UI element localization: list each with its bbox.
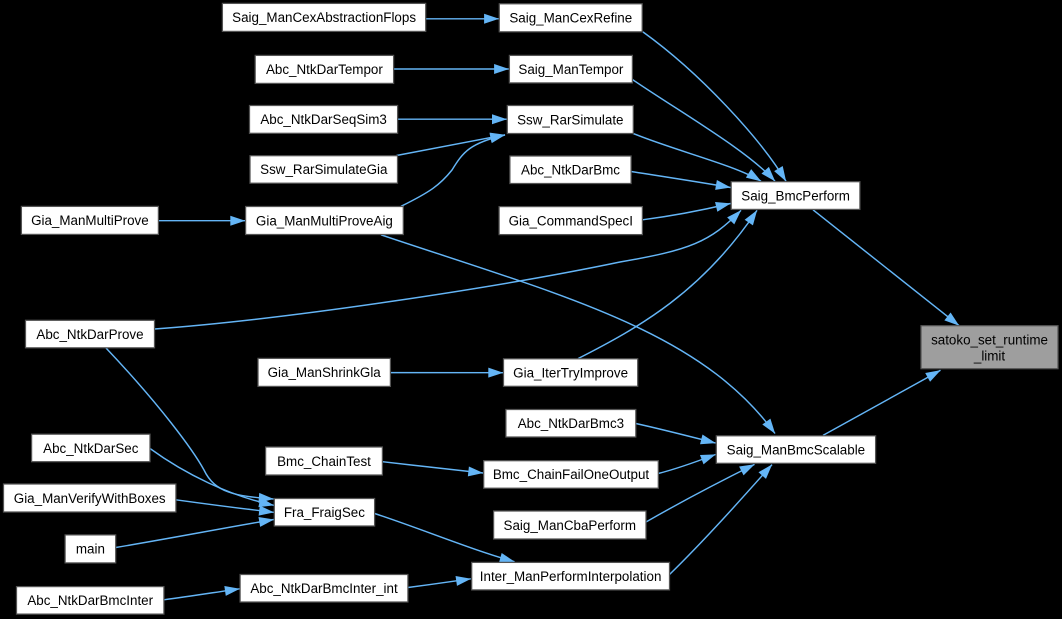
- svg-text:Gia_IterTryImprove: Gia_IterTryImprove: [513, 365, 628, 380]
- svg-text:Saig_BmcPerform: Saig_BmcPerform: [741, 188, 850, 203]
- svg-text:Saig_ManCexAbstractionFlops: Saig_ManCexAbstractionFlops: [232, 10, 416, 25]
- svg-text:Abc_NtkDarBmcInter_int: Abc_NtkDarBmcInter_int: [250, 581, 398, 596]
- svg-text:Gia_CommandSpecI: Gia_CommandSpecI: [509, 213, 633, 228]
- svg-text:Gia_ManMultiProveAig: Gia_ManMultiProveAig: [256, 213, 393, 228]
- svg-text:Abc_NtkDarProve: Abc_NtkDarProve: [36, 327, 143, 342]
- svg-text:Fra_FraigSec: Fra_FraigSec: [284, 505, 365, 520]
- svg-text:Ssw_RarSimulate: Ssw_RarSimulate: [517, 112, 623, 127]
- svg-text:Saig_ManCexRefine: Saig_ManCexRefine: [509, 11, 632, 26]
- svg-text:Saig_ManTempor: Saig_ManTempor: [518, 62, 623, 77]
- svg-text:Saig_ManCbaPerform: Saig_ManCbaPerform: [504, 518, 636, 533]
- svg-text:Abc_NtkDarBmc: Abc_NtkDarBmc: [521, 163, 620, 178]
- svg-text:Saig_ManBmcScalable: Saig_ManBmcScalable: [727, 442, 865, 457]
- svg-text:Gia_ManShrinkGla: Gia_ManShrinkGla: [268, 365, 382, 380]
- svg-text:satoko_set_runtime: satoko_set_runtime: [931, 333, 1048, 348]
- svg-text:Bmc_ChainFailOneOutput: Bmc_ChainFailOneOutput: [493, 467, 650, 482]
- svg-text:Ssw_RarSimulateGia: Ssw_RarSimulateGia: [260, 162, 388, 177]
- svg-text:_limit: _limit: [973, 349, 1006, 364]
- svg-text:Gia_ManVerifyWithBoxes: Gia_ManVerifyWithBoxes: [14, 491, 166, 506]
- svg-text:Bmc_ChainTest: Bmc_ChainTest: [277, 454, 371, 469]
- svg-text:Gia_ManMultiProve: Gia_ManMultiProve: [31, 213, 149, 228]
- svg-text:Abc_NtkDarTempor: Abc_NtkDarTempor: [266, 62, 383, 77]
- svg-text:Abc_NtkDarSeqSim3: Abc_NtkDarSeqSim3: [260, 112, 387, 127]
- svg-text:Inter_ManPerformInterpolation: Inter_ManPerformInterpolation: [480, 569, 662, 584]
- svg-text:Abc_NtkDarBmcInter: Abc_NtkDarBmcInter: [27, 593, 153, 608]
- svg-text:Abc_NtkDarSec: Abc_NtkDarSec: [43, 441, 139, 456]
- svg-text:Abc_NtkDarBmc3: Abc_NtkDarBmc3: [518, 416, 624, 431]
- svg-text:main: main: [76, 542, 105, 557]
